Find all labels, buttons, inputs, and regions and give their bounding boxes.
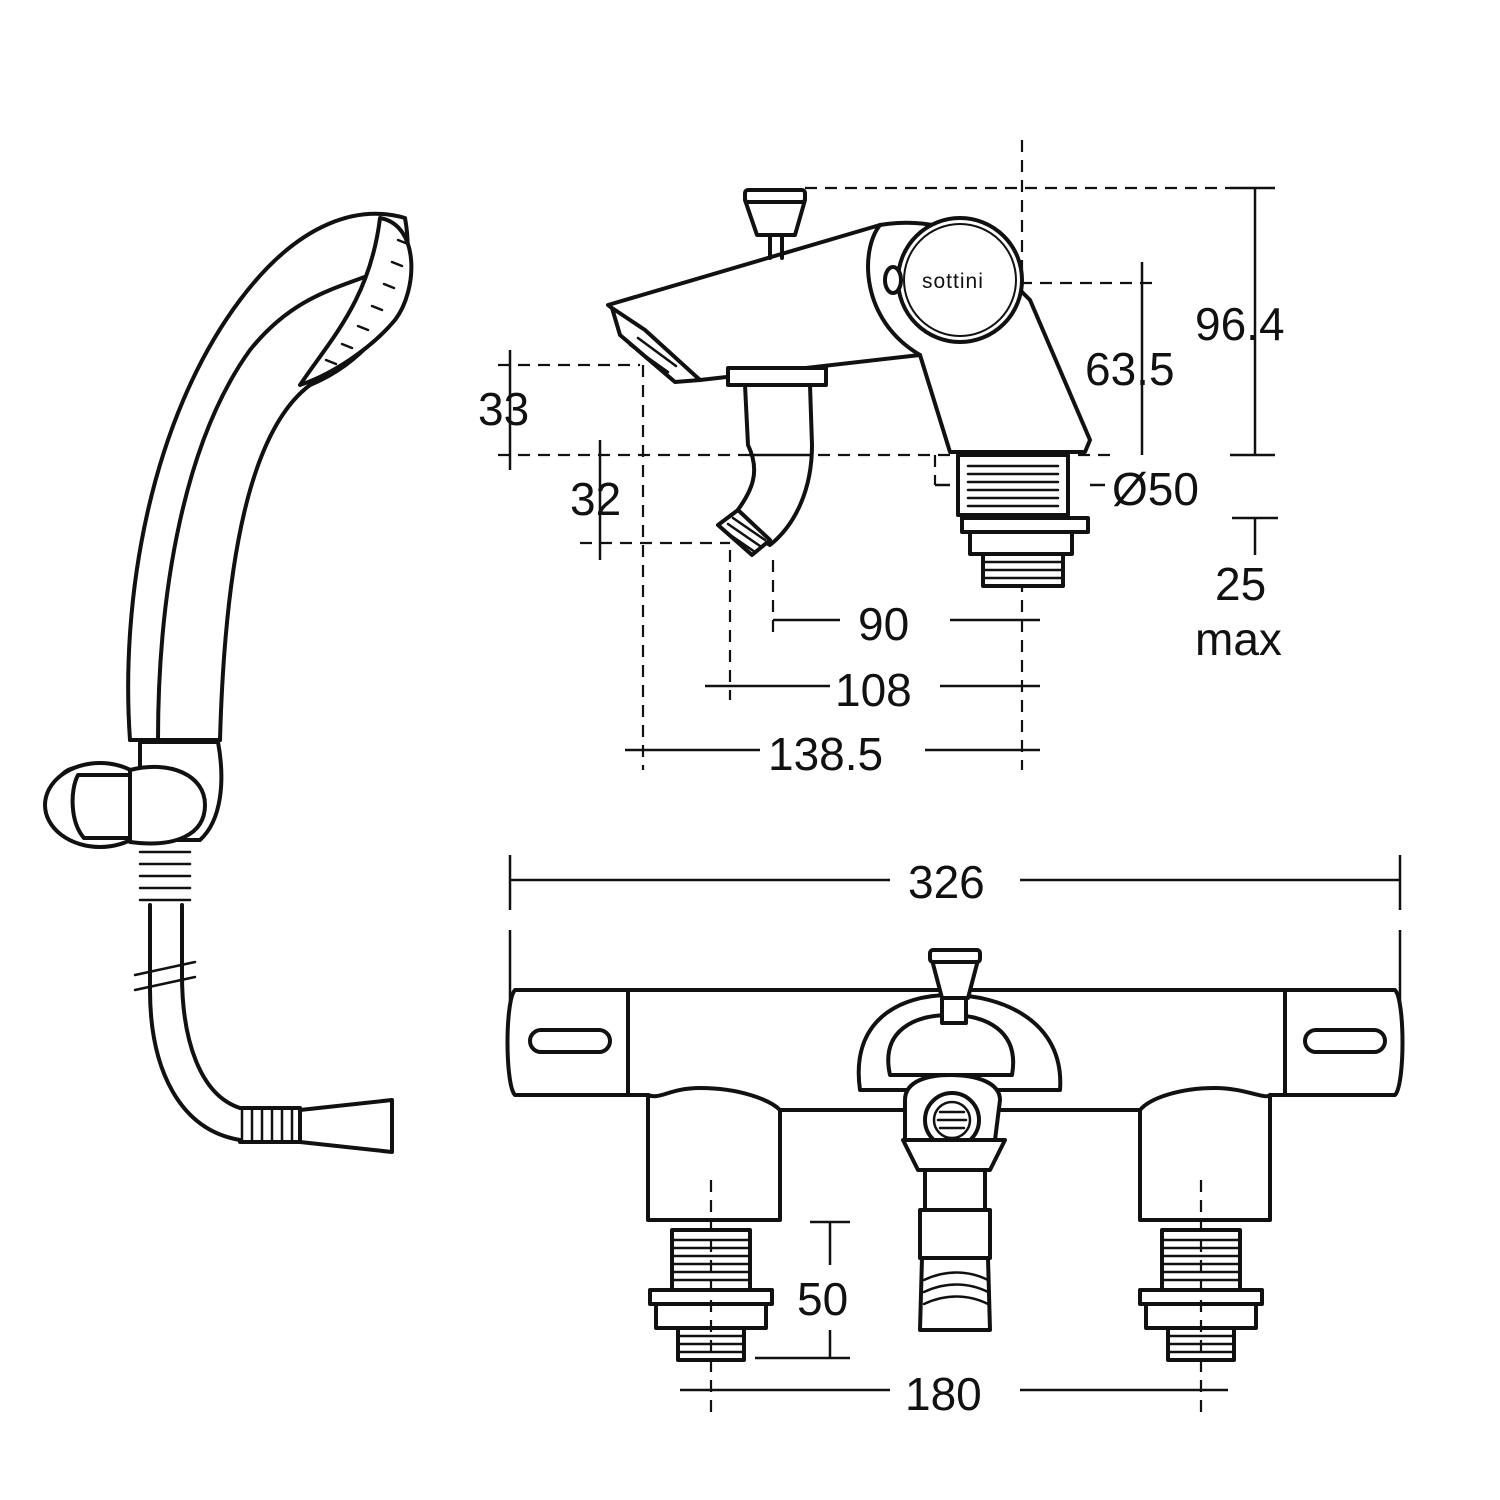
label-50: 50	[797, 1273, 848, 1325]
label-25: 25	[1215, 558, 1266, 610]
label-326: 326	[908, 856, 985, 908]
base-tail-fitting	[956, 453, 1090, 588]
label-63-5: 63.5	[1085, 343, 1175, 395]
label-138-5: 138.5	[768, 728, 883, 780]
label-32: 32	[570, 473, 621, 525]
label-max: max	[1195, 613, 1282, 665]
left-end-slot	[528, 1028, 612, 1054]
label-180: 180	[905, 1368, 982, 1420]
control-handle: sottini	[883, 216, 1024, 344]
dimension-lines-front: 50 180	[680, 1180, 1228, 1420]
shower-outlet-elbow	[716, 366, 828, 557]
label-33: 33	[478, 383, 529, 435]
label-90: 90	[858, 598, 909, 650]
dimension-labels-side: 96.4 63.5 33 32 Ø50 25 max 90 108 138.5	[478, 298, 1285, 780]
shower-hose	[133, 838, 302, 1144]
shower-handset-view	[43, 211, 414, 1154]
label-diameter-50: Ø50	[1112, 463, 1199, 515]
label-96-4: 96.4	[1195, 298, 1285, 350]
brand-logo: sottini	[922, 270, 984, 293]
side-elevation-view: sottini	[478, 140, 1285, 780]
right-end-slot	[1303, 1028, 1387, 1054]
diverter-knob	[743, 188, 807, 260]
handset-body	[126, 211, 414, 742]
central-diverter-assembly	[856, 948, 1063, 1332]
wall-outlet-cone	[298, 1098, 394, 1154]
spout-nozzle	[610, 306, 702, 384]
handset-wall-bracket	[43, 740, 224, 849]
construction-lines	[498, 140, 1230, 770]
spray-face	[298, 216, 414, 387]
label-108: 108	[835, 664, 912, 716]
front-elevation-view: 326	[505, 855, 1405, 1420]
dimension-lines-side	[508, 186, 1278, 752]
